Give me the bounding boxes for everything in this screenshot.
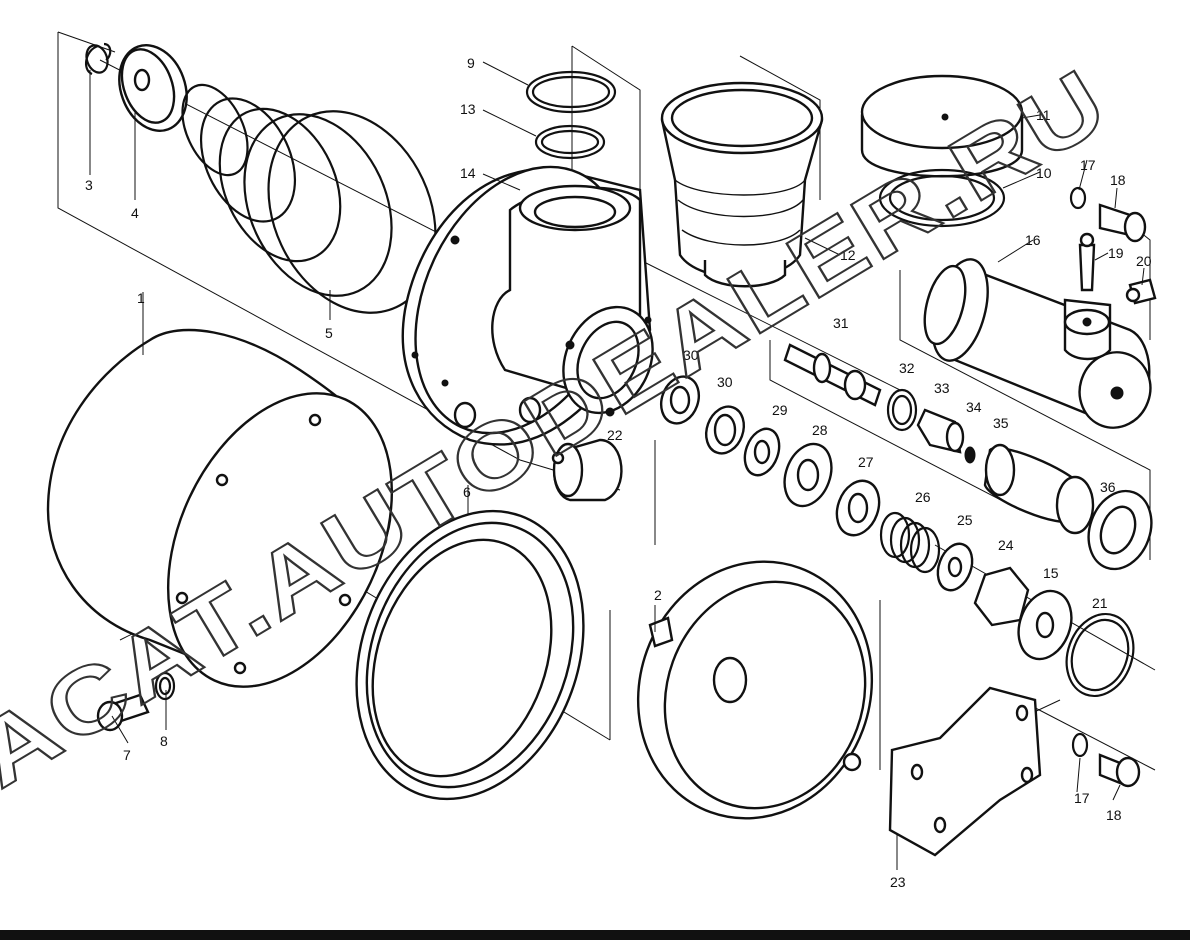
diaphragm-housing-2 bbox=[636, 560, 874, 820]
label-32: 32 bbox=[899, 360, 915, 376]
label-7: 7 bbox=[123, 747, 131, 763]
ring-21 bbox=[1065, 612, 1135, 698]
label-28: 28 bbox=[812, 422, 828, 438]
label-26: 26 bbox=[915, 489, 931, 505]
bearing-30b bbox=[704, 405, 746, 455]
nut-24 bbox=[973, 566, 1030, 627]
washer-34 bbox=[964, 446, 976, 464]
piston-rod-31 bbox=[783, 343, 882, 407]
label-22: 22 bbox=[607, 427, 623, 443]
label-11: 11 bbox=[1036, 107, 1051, 123]
piston-35 bbox=[983, 443, 1095, 535]
spring-seat-4 bbox=[118, 44, 188, 132]
snap-ring-3 bbox=[84, 42, 112, 76]
o-ring-9 bbox=[525, 70, 617, 114]
label-3: 3 bbox=[85, 177, 93, 193]
label-23: 23 bbox=[890, 874, 906, 890]
bottom-border bbox=[0, 930, 1190, 940]
washer-29 bbox=[743, 427, 781, 477]
label-30a: 30 bbox=[683, 347, 699, 363]
label-27: 27 bbox=[858, 454, 874, 470]
coil-spring-5 bbox=[181, 83, 437, 314]
label-16: 16 bbox=[1025, 232, 1041, 248]
bolt-18-top bbox=[1098, 203, 1147, 243]
washer-17-top bbox=[1069, 186, 1087, 210]
washer-30a bbox=[659, 375, 701, 425]
spring-26 bbox=[879, 511, 941, 574]
label-17-bottom: 17 bbox=[1074, 790, 1090, 806]
seal-10 bbox=[878, 168, 1006, 228]
label-15: 15 bbox=[1043, 565, 1059, 581]
label-29: 29 bbox=[772, 402, 788, 418]
label-34: 34 bbox=[966, 399, 982, 415]
washer-15 bbox=[1017, 589, 1073, 661]
label-2: 2 bbox=[654, 587, 662, 603]
sensor-20 bbox=[1125, 278, 1157, 305]
housing-cover-14 bbox=[401, 165, 654, 446]
label-18-top: 18 bbox=[1110, 172, 1126, 188]
label-17-top: 17 bbox=[1080, 157, 1096, 173]
bearing-28 bbox=[783, 442, 833, 508]
label-6: 6 bbox=[463, 484, 471, 500]
o-ring-13 bbox=[534, 124, 606, 160]
label-24: 24 bbox=[998, 537, 1014, 553]
bolt-18-bottom bbox=[1098, 753, 1141, 788]
plug-22 bbox=[551, 438, 623, 502]
label-25: 25 bbox=[957, 512, 973, 528]
label-1: 1 bbox=[137, 290, 145, 306]
label-35: 35 bbox=[993, 415, 1009, 431]
filter-12 bbox=[660, 81, 824, 288]
label-33: 33 bbox=[934, 380, 950, 396]
label-8: 8 bbox=[160, 733, 168, 749]
washer-17-bottom bbox=[1071, 732, 1089, 758]
label-19: 19 bbox=[1108, 245, 1124, 261]
label-31: 31 bbox=[833, 315, 849, 331]
part-labels: 3 4 5 9 13 14 1 6 7 8 2 22 30 30 29 28 2… bbox=[85, 55, 1152, 890]
label-18-bottom: 18 bbox=[1106, 807, 1122, 823]
label-36: 36 bbox=[1100, 479, 1116, 495]
label-30b: 30 bbox=[717, 374, 733, 390]
cap-11 bbox=[860, 74, 1024, 178]
seal-36 bbox=[1087, 489, 1153, 571]
sleeve-27 bbox=[835, 479, 881, 537]
label-4: 4 bbox=[131, 205, 139, 221]
label-9: 9 bbox=[467, 55, 475, 71]
washer-8 bbox=[154, 671, 176, 701]
label-21: 21 bbox=[1092, 595, 1108, 611]
ring-seal-6 bbox=[355, 509, 585, 801]
label-5: 5 bbox=[325, 325, 333, 341]
grease-fitting-19 bbox=[1078, 232, 1096, 292]
label-13: 13 bbox=[460, 101, 476, 117]
nut-33 bbox=[916, 408, 965, 454]
ring-32 bbox=[886, 388, 918, 432]
label-20: 20 bbox=[1136, 253, 1152, 269]
bracket-23 bbox=[888, 686, 1042, 857]
cylinder-16 bbox=[923, 258, 1152, 429]
label-10: 10 bbox=[1036, 165, 1052, 181]
label-12: 12 bbox=[840, 247, 856, 263]
leader-lines bbox=[89, 61, 1145, 870]
cylinder-housing-1 bbox=[46, 328, 394, 688]
label-14: 14 bbox=[460, 165, 476, 181]
washer-25 bbox=[936, 542, 974, 592]
